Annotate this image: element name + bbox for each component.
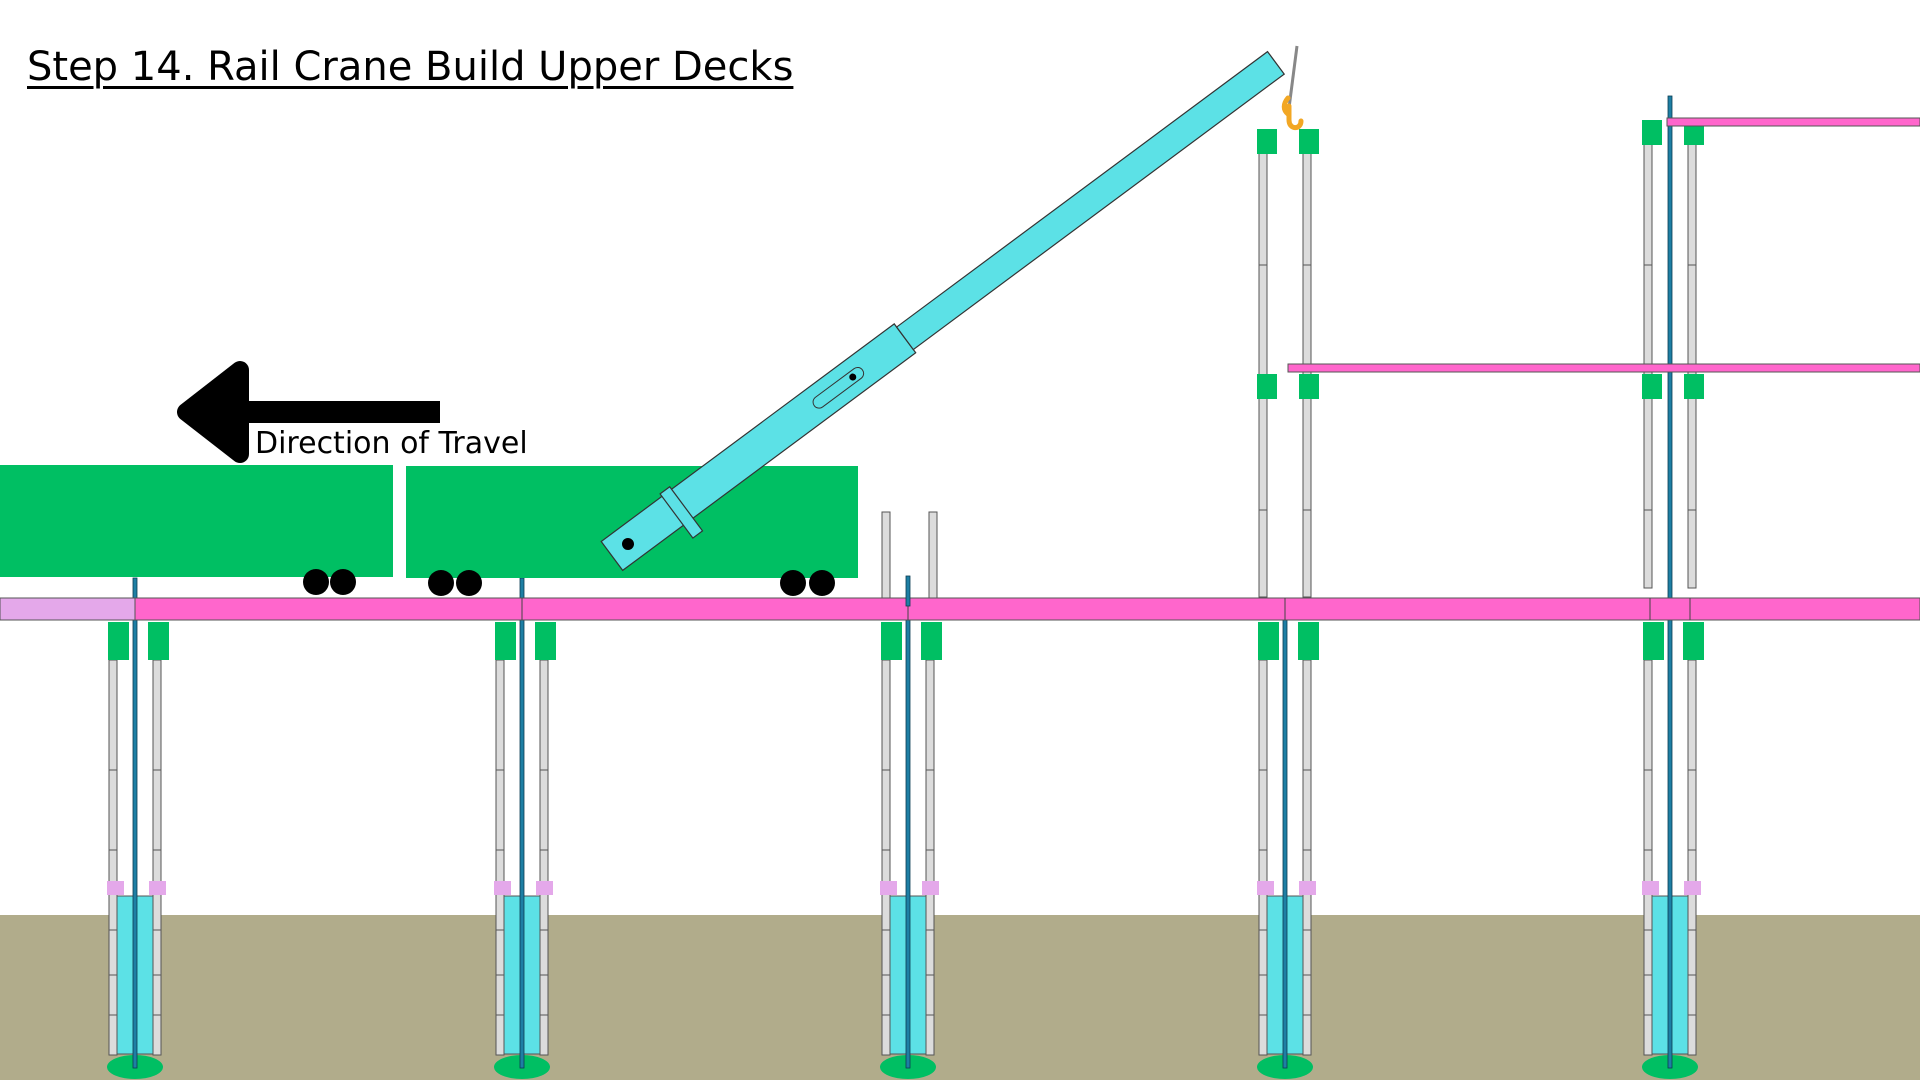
rebar: [905, 619, 911, 1069]
rebar: [1282, 619, 1288, 1069]
upper-bracket: [1684, 374, 1704, 399]
diagram-title: Step 14. Rail Crane Build Upper Decks: [27, 44, 794, 90]
deck-bracket: [1298, 622, 1319, 660]
pile-casing: [1302, 659, 1312, 1056]
bearing-pad: [922, 881, 939, 895]
bearing-pad: [880, 881, 897, 895]
rebar: [132, 577, 138, 1069]
boom-pivot: [622, 538, 634, 550]
wheel: [456, 570, 482, 596]
pile-casing: [152, 659, 162, 1056]
deck-bracket: [921, 622, 942, 660]
boom-upper-section: [895, 50, 1286, 351]
upper-bracket: [1299, 374, 1319, 399]
deck-bracket: [881, 622, 902, 660]
pier-2: [494, 577, 556, 1079]
bearing-pad: [1684, 881, 1701, 895]
pier-1: [107, 577, 169, 1079]
pile-casing: [1643, 659, 1653, 1056]
bearing-pad: [536, 881, 553, 895]
crane-hook-icon: [1281, 45, 1304, 131]
crane-boom: [600, 50, 1286, 572]
wheel: [303, 569, 329, 595]
pile-casing: [108, 659, 118, 1056]
deck-bracket: [535, 622, 556, 660]
upper-bracket: [1257, 129, 1277, 154]
rail-car-rear: [0, 465, 393, 595]
bearing-pad: [107, 881, 124, 895]
pier-3: [880, 619, 942, 1079]
left-arrow-icon: [177, 361, 440, 463]
pile-casing: [1687, 659, 1697, 1056]
bearing-pad: [149, 881, 166, 895]
wheel: [428, 570, 454, 596]
upper-deck-middle: [1287, 363, 1920, 373]
wheel: [809, 570, 835, 596]
deck-bracket: [495, 622, 516, 660]
wheel: [330, 569, 356, 595]
bearing-pad: [1257, 881, 1274, 895]
bearing-pad: [494, 881, 511, 895]
upper-bracket: [1642, 120, 1662, 145]
bearing-pad: [1642, 881, 1659, 895]
deck-bracket: [1643, 622, 1664, 660]
wheel: [780, 570, 806, 596]
deck-bracket: [148, 622, 169, 660]
ground: [0, 915, 1920, 1080]
upper-bracket: [1642, 374, 1662, 399]
pile-casing: [925, 659, 935, 1056]
deck-bracket: [1683, 622, 1704, 660]
upper-bracket: [1257, 374, 1277, 399]
pile-casing: [495, 659, 505, 1056]
main-deck: [0, 597, 1920, 621]
rebar: [1667, 95, 1673, 1069]
upper-bracket: [1299, 129, 1319, 154]
rebar: [519, 577, 525, 1069]
boom-lift-cylinder: [659, 485, 704, 539]
bearing-pad: [1299, 881, 1316, 895]
pier-5: [1642, 95, 1704, 1079]
pile-casing: [1258, 659, 1268, 1056]
deck-bracket: [1258, 622, 1279, 660]
pier-4: [1257, 129, 1319, 1079]
deck-bracket: [108, 622, 129, 660]
pile-casing: [881, 659, 891, 1056]
upper-deck-top: [1666, 117, 1920, 127]
direction-of-travel-label: Direction of Travel: [255, 426, 528, 461]
pile-casing: [539, 659, 549, 1056]
pier-3-upper-stubs: [881, 511, 938, 607]
